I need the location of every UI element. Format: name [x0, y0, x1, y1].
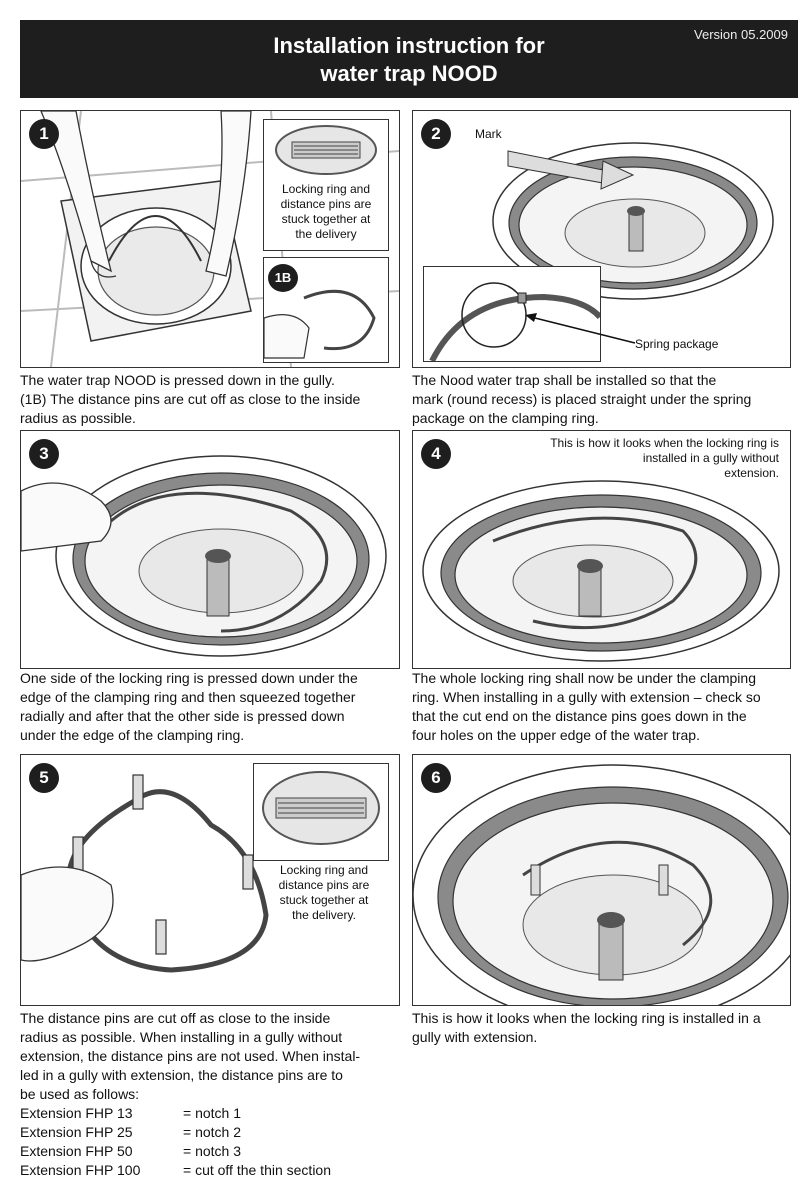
extension-name: Extension FHP 25: [20, 1124, 133, 1140]
illustration-gully-hands: [21, 111, 399, 367]
illustration-ring-without-extension: [422, 480, 780, 662]
extension-value: = notch 3: [183, 1143, 241, 1159]
extension-value: = notch 1: [183, 1105, 241, 1121]
illustration-ring-with-extension: [413, 764, 790, 1005]
step-number-4: 4: [421, 439, 451, 469]
illustration-locking-ring-pins: [275, 125, 377, 175]
step-number-6: 6: [421, 763, 451, 793]
step-number-3: 3: [29, 439, 59, 469]
inset-spring-package: [423, 266, 601, 362]
extension-value: = notch 2: [183, 1124, 241, 1140]
illustration-locking-ring-pins-5: [262, 771, 380, 845]
illustration-mark-alignment: [492, 142, 774, 300]
step-number-1: 1: [29, 119, 59, 149]
panel-step-5: 5 Locking ring and distance pins are stu…: [20, 754, 400, 1006]
illustration-cutting-pins: [264, 289, 376, 359]
extension-value: = cut off the thin section: [183, 1162, 332, 1178]
caption-step-6: This is how it looks when the locking ri…: [412, 1010, 761, 1045]
panel-step-4: 4 This is how it looks when the locking …: [412, 430, 791, 669]
label-spring-package: Spring package: [635, 337, 719, 351]
inset-note-1: Locking ring and distance pins are stuck…: [280, 182, 372, 241]
title-line-1: Installation instruction for: [273, 33, 545, 58]
caption-step-4: The whole locking ring shall now be unde…: [412, 670, 761, 743]
note-step-4: This is how it looks when the locking ri…: [550, 436, 779, 480]
version-label: Version 05.2009: [694, 27, 788, 42]
caption-step-5: The distance pins are cut off as close t…: [20, 1010, 361, 1102]
step-number-2: 2: [421, 119, 451, 149]
label-mark: Mark: [475, 127, 502, 141]
panel-step-1: 1 Locking ring and distance pins are stu…: [20, 110, 400, 368]
panel-step-2: 2 Mark Spring package: [412, 110, 791, 368]
title-line-2: water trap NOOD: [320, 61, 498, 86]
header-bar: Installation instruction for water trap …: [20, 20, 798, 98]
illustration-distance-pins: [21, 774, 269, 973]
inset-note-5: Locking ring and distance pins are stuck…: [278, 863, 370, 922]
extension-name: Extension FHP 50: [20, 1143, 133, 1159]
caption-step-3: One side of the locking ring is pressed …: [20, 670, 358, 743]
step-badge-1b: 1B: [268, 264, 298, 292]
caption-step-1: The water trap NOOD is pressed down in t…: [20, 372, 361, 426]
inset-locking-ring-5: [253, 763, 389, 861]
step-number-5: 5: [29, 763, 59, 793]
panel-step-3: 3: [20, 430, 400, 669]
panel-step-6: 6: [412, 754, 791, 1006]
illustration-pressing-ring: [21, 455, 387, 657]
inset-1b: 1B: [263, 257, 389, 363]
extension-name: Extension FHP 100: [20, 1162, 141, 1178]
pointer-arrow-spring: [525, 313, 636, 344]
document-title: Installation instruction for water trap …: [20, 32, 798, 88]
extension-name: Extension FHP 13: [20, 1105, 133, 1121]
inset-locking-ring: Locking ring and distance pins are stuck…: [263, 119, 389, 251]
caption-step-2: The Nood water trap shall be installed s…: [412, 372, 752, 426]
